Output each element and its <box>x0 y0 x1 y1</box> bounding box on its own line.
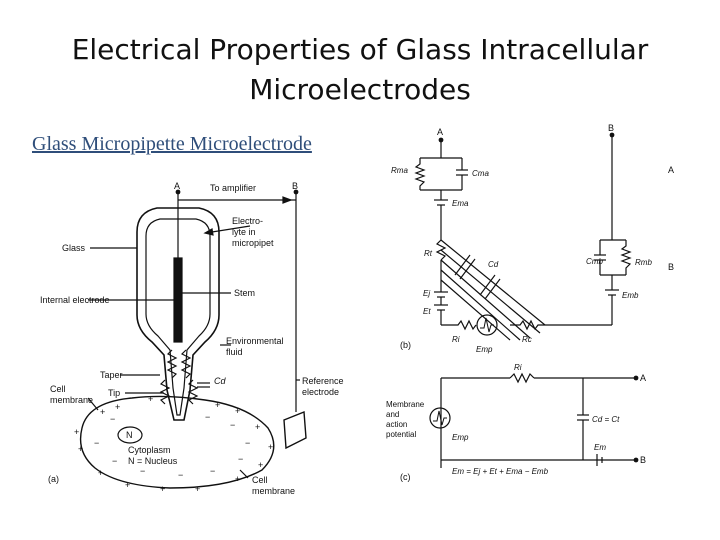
em-equation: Em = Ej + Et + Ema − Emb <box>452 467 549 476</box>
svg-text:+: + <box>235 474 240 484</box>
nucleus-symbol: N <box>126 430 133 440</box>
ri-label-b: Ri <box>452 335 460 344</box>
panel-b-terminal-a: A <box>437 127 443 137</box>
cma-label: Cma <box>472 169 489 178</box>
svg-text:−: − <box>230 420 235 430</box>
panel-a-tag: (a) <box>48 474 59 484</box>
reference-electrode-label-2: electrode <box>302 387 339 397</box>
cell-membrane-left-label-1: Cell <box>50 384 66 394</box>
em-label: Em <box>594 443 606 452</box>
ri-label-c: Ri <box>514 363 522 372</box>
svg-text:+: + <box>115 402 120 412</box>
membrane-label-2: and <box>386 410 399 419</box>
svg-text:−: − <box>110 414 115 424</box>
title-line-1: Electrical Properties of Glass Intracell… <box>71 33 649 66</box>
svg-text:+: + <box>98 468 103 478</box>
electrolyte-label-2: lyte in <box>232 227 256 237</box>
panel-c-terminal-b: B <box>640 455 646 465</box>
membrane-label-3: action <box>386 420 407 429</box>
svg-text:+: + <box>255 422 260 432</box>
nucleus-legend-label: N = Nucleus <box>128 456 178 466</box>
emp-label-b: Emp <box>476 345 493 354</box>
cell-membrane-left-label-2: membrane <box>50 395 93 405</box>
svg-text:+: + <box>258 460 263 470</box>
terminal-b-label: B <box>292 181 298 191</box>
panel-b-b-right: B <box>668 262 674 272</box>
stem-label: Stem <box>234 288 255 298</box>
svg-text:+: + <box>100 407 105 417</box>
emp-label-c: Emp <box>452 433 469 442</box>
panel-a-drawing <box>79 192 307 489</box>
membrane-label-4: potential <box>386 430 416 439</box>
terminal-dots <box>175 132 639 463</box>
svg-text:−: − <box>210 466 215 476</box>
cytoplasm-label: Cytoplasm <box>128 445 171 455</box>
environmental-fluid-label-2: fluid <box>226 347 243 357</box>
panel-c-circuit <box>429 372 636 468</box>
environmental-fluid-label-1: Environmental <box>226 336 284 346</box>
emb-label: Emb <box>622 291 639 300</box>
ej-label: Ej <box>423 289 430 298</box>
rmb-label: Rmb <box>635 258 652 267</box>
svg-text:−: − <box>140 466 145 476</box>
cmb-label: Cmb <box>586 257 603 266</box>
charge-signs: +++ +++ +++ +++ +++ −−− −−− −−− − <box>74 394 273 494</box>
title-line-2: Microelectrodes <box>249 73 471 106</box>
subtitle-link[interactable]: Glass Micropipette Microelectrode <box>32 133 312 155</box>
svg-text:+: + <box>125 480 130 490</box>
svg-text:+: + <box>78 444 83 454</box>
tip-label: Tip <box>108 388 120 398</box>
svg-text:−: − <box>112 456 117 466</box>
rt-label: Rt <box>424 249 433 258</box>
svg-text:−: − <box>238 454 243 464</box>
svg-text:+: + <box>268 442 273 452</box>
rc-label: Rc <box>522 335 532 344</box>
panel-b-tag: (b) <box>400 340 411 350</box>
svg-text:−: − <box>245 438 250 448</box>
electrolyte-label-3: micropipet <box>232 238 274 248</box>
page-title: Electrical Properties of Glass Intracell… <box>0 30 720 110</box>
cd-label-a: Cd <box>214 376 226 386</box>
cd-label-b: Cd <box>488 260 499 269</box>
panel-c-terminal-a: A <box>640 373 646 383</box>
cell-membrane-bottom-label-2: membrane <box>252 486 295 496</box>
svg-text:−: − <box>205 412 210 422</box>
cd-ct-label: Cd = Ct <box>592 415 620 424</box>
svg-text:+: + <box>148 394 153 404</box>
taper-label: Taper <box>100 370 123 380</box>
cell-membrane-bottom-label-1: Cell <box>252 475 268 485</box>
svg-text:+: + <box>235 406 240 416</box>
reference-electrode-label-1: Reference <box>302 376 344 386</box>
svg-text:−: − <box>94 438 99 448</box>
glass-label: Glass <box>62 243 86 253</box>
svg-text:+: + <box>74 427 79 437</box>
svg-text:+: + <box>195 484 200 494</box>
panel-c-tag: (c) <box>400 472 411 482</box>
svg-text:−: − <box>178 470 183 480</box>
panel-b-a-right: A <box>668 165 674 175</box>
panel-b-terminal-b: B <box>608 123 614 133</box>
svg-text:+: + <box>160 484 165 494</box>
rma-label: Rma <box>391 166 408 175</box>
terminal-a-label: A <box>174 181 180 191</box>
et-label: Et <box>423 307 431 316</box>
ema-label: Ema <box>452 199 469 208</box>
membrane-label-1: Membrane <box>386 400 425 409</box>
svg-text:+: + <box>215 400 220 410</box>
internal-electrode-label: Internal electrode <box>40 295 110 305</box>
panel-b-circuit <box>414 135 632 341</box>
to-amplifier-label: To amplifier <box>210 183 256 193</box>
electrolyte-label-1: Electro- <box>232 216 263 226</box>
